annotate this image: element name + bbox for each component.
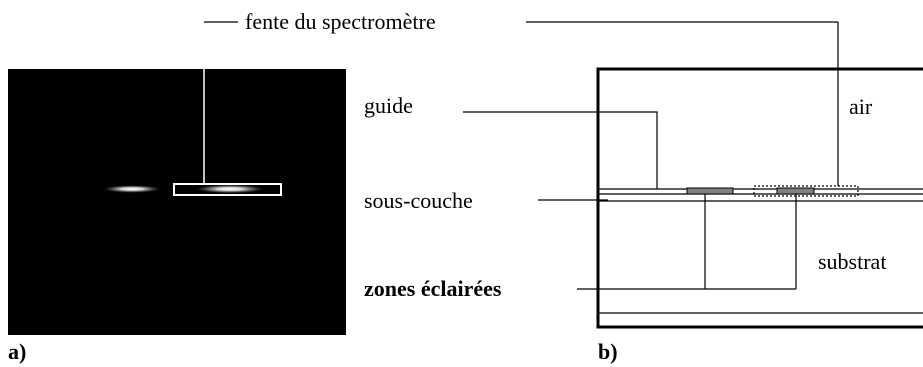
guide-label: guide	[364, 93, 413, 118]
air-label: air	[849, 94, 873, 119]
right-mode-glow	[194, 184, 266, 194]
panel-a-label: a)	[8, 339, 26, 364]
slit-label: fente du spectromètre	[245, 9, 436, 34]
left-mode-glow	[102, 185, 162, 193]
callouts-b: guide sous-couche zones éclairées	[364, 93, 797, 301]
camera-image	[8, 69, 346, 335]
lit-zone-right	[776, 187, 815, 195]
lit-zone-left	[686, 187, 734, 195]
guide-leader	[463, 111, 658, 189]
underlayer-label: sous-couche	[364, 188, 473, 213]
slit-window-b	[753, 185, 859, 197]
panel-b: air substrat b)	[596, 67, 923, 364]
slit-window-a	[173, 183, 282, 196]
lit-zones-label: zones éclairées	[364, 276, 502, 301]
frame	[596, 67, 923, 329]
panel-b-label: b)	[598, 339, 618, 364]
substrate-label: substrat	[818, 249, 886, 274]
panel-a: a)	[8, 22, 346, 364]
slit-callout: fente du spectromètre	[204, 9, 839, 186]
